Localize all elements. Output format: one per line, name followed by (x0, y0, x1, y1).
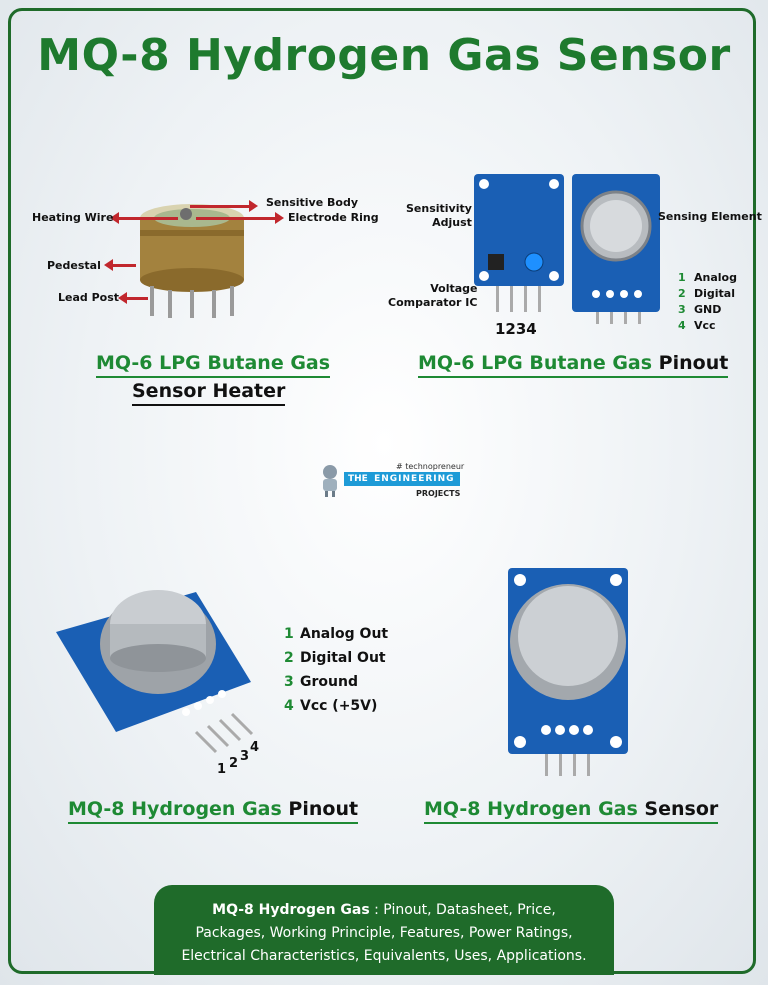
footer-banner: MQ-8 Hydrogen Gas : Pinout, Datasheet, P… (154, 885, 614, 975)
label-sensing-element: Sensing Element (658, 210, 762, 223)
footer-line3: Electrical Characteristics, Equivalents,… (181, 948, 587, 964)
label-lead-post: Lead Post (58, 291, 120, 304)
arrow-sensitive-body (190, 200, 258, 212)
label-heating-wire: Heating Wire (32, 211, 114, 224)
label-sensitivity-adjust: Sensitivity Adjust (406, 202, 472, 229)
logo-projects: PROJECTS (416, 489, 461, 498)
footer-line1: MQ-8 Hydrogen Gas : Pinout, Datasheet, P… (212, 902, 556, 918)
logo-tag: # technopreneur (396, 462, 465, 471)
pin-digit-2: 2 (229, 756, 239, 771)
pin-digit-4: 4 (250, 740, 260, 755)
label-voltage-comparator: Voltage Comparator IC (388, 282, 478, 309)
pin-digit-3: 3 (240, 749, 250, 764)
pinout-bottom-caption: MQ-8 Hydrogen Gas Pinout (68, 798, 359, 824)
module-sensor-image (508, 568, 628, 776)
label-sensitive-body: Sensitive Body (266, 196, 359, 209)
arrow-pedestal (104, 259, 136, 271)
arrow-lead-post (118, 292, 148, 304)
sensor-heater-image (140, 204, 244, 318)
engineering-projects-logo: # technopreneur THE ENGINEERING PROJECTS (318, 462, 468, 502)
heater-caption-line2: Sensor Heater (132, 380, 286, 406)
logo-banner: THE ENGINEERING (344, 472, 460, 486)
module-front-image (572, 174, 660, 324)
module-back-image (474, 174, 564, 312)
pin-digit-1: 1 (217, 762, 227, 777)
arrow-heating-wire (110, 212, 178, 224)
heater-caption-line1: MQ-6 LPG Butane Gas (96, 352, 331, 378)
footer-line2: Packages, Working Principle, Features, P… (195, 925, 573, 941)
robot-icon (323, 465, 337, 497)
label-electrode-ring: Electrode Ring (288, 211, 379, 224)
page-title: MQ-8 Hydrogen Gas Sensor (37, 30, 731, 81)
label-pedestal: Pedestal (47, 259, 101, 272)
sensor-bottom-caption: MQ-8 Hydrogen Gas Sensor (424, 798, 719, 824)
module-angled-image (56, 590, 254, 754)
arrow-electrode-ring (196, 212, 284, 224)
pinout-top-caption: MQ-6 LPG Butane Gas Pinout (418, 352, 729, 378)
pin-numbers-top: 1234 (495, 320, 537, 338)
